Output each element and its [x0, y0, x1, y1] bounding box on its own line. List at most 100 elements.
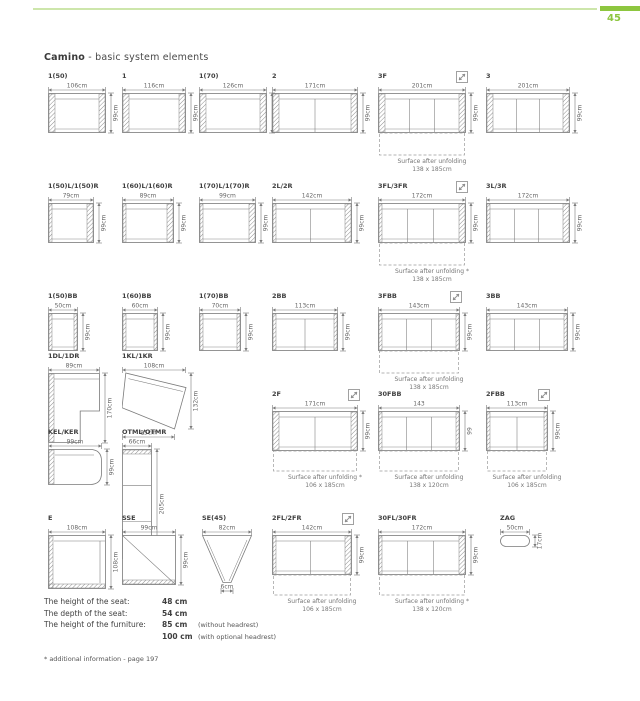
element-outline: [122, 203, 174, 243]
module-drawing: 50cm 17cm: [500, 525, 544, 549]
module-label: 30FL/30FR: [378, 514, 417, 522]
dimension-label: 116cm: [144, 83, 165, 90]
dimension-label: 6cm: [221, 584, 234, 591]
unfold-note: Surface after unfolding *138 x 120cm: [378, 598, 486, 614]
spec-label: The height of the seat:: [44, 597, 130, 606]
module-label: 1(50)L/1(50)R: [48, 182, 99, 190]
dimension-label: 99cm: [473, 546, 480, 563]
unfold-note-line: 138 x 185cm: [412, 165, 452, 173]
hatched-edge: [199, 93, 207, 133]
spec-label: The height of the furniture:: [44, 620, 146, 629]
module-label: 3L/3R: [486, 182, 507, 190]
dimension-label: 99cm: [183, 551, 190, 568]
module-label: 3F: [378, 72, 387, 80]
module-drawing: 82cm 6cm: [202, 525, 253, 594]
hatched-edge: [272, 203, 277, 243]
module-label: KEL/KER: [48, 428, 79, 436]
title-subtitle: - basic system elements: [85, 52, 209, 63]
dimension-label: 113cm: [295, 303, 316, 310]
unfold-note-line: 138 x 185cm: [409, 383, 449, 391]
dimension-label: 99cm: [101, 214, 108, 231]
hatched-edge: [48, 449, 55, 485]
unfold-surface-outline: [273, 574, 351, 596]
dimension-label: 99cm: [577, 214, 584, 231]
hatched-edge: [199, 313, 204, 351]
dimension-label: 82cm: [219, 525, 236, 532]
module-1(70): 1(70)126cm99cm: [199, 72, 287, 135]
dimension-label: 143cm: [517, 303, 538, 310]
module-label: 1DL/1DR: [48, 352, 80, 360]
dimension-label: 50cm: [507, 525, 524, 532]
unfold-note-line: 138 x 185cm: [412, 275, 452, 283]
module-label: 2: [272, 72, 277, 80]
dimension-label: 108cm: [67, 525, 88, 532]
dimension-label: 17cm: [537, 532, 544, 549]
hatched-edge: [48, 313, 53, 351]
element-outline: [122, 93, 186, 133]
dimension-label: 89cm: [66, 363, 83, 370]
hatched-edge: [73, 313, 78, 351]
dimension-label: 99cm: [467, 323, 474, 340]
unfold-surface-outline: [273, 450, 357, 472]
unfold-icon: [456, 181, 468, 193]
hatched-edge: [378, 93, 386, 133]
dimension-label: 99cm: [365, 422, 372, 439]
dimension-label: 99cm: [473, 214, 480, 231]
top-right-accent-bar: [600, 6, 640, 11]
dimension-label: 99cm: [109, 458, 116, 475]
element-outline: [48, 93, 106, 133]
hatched-edge: [122, 93, 130, 133]
hatched-edge: [236, 313, 241, 351]
element-outline: [378, 203, 466, 243]
hatched-edge: [378, 535, 383, 575]
dimension-label: 171cm: [305, 401, 326, 408]
unfold-note-line: 106 x 185cm: [302, 605, 342, 613]
hatched-edge: [344, 203, 352, 243]
unfold-note-line: Surface after unfolding: [492, 474, 562, 481]
hatched-edge: [333, 313, 338, 351]
hatched-edge: [378, 411, 383, 451]
dimension-label: 106cm: [67, 83, 88, 90]
hatched-edge: [458, 203, 466, 243]
element-outline: [202, 535, 253, 583]
dimension-label: 143cm: [409, 303, 430, 310]
module-label: 1(60)L/1(60)R: [122, 182, 173, 190]
dimension-label: 201cm: [518, 83, 539, 90]
unfold-icon: [342, 513, 354, 525]
dimension-label: 99cm: [473, 104, 480, 121]
dimension-label: 172cm: [518, 193, 539, 200]
dimension-label: 85cm: [140, 430, 157, 437]
hatched-edge: [166, 203, 174, 243]
element-outline: [486, 313, 568, 351]
hatched-edge: [486, 411, 491, 451]
hatched-edge: [248, 203, 256, 243]
dimension-label: 205cm: [159, 494, 166, 515]
element-outline: [199, 313, 241, 351]
module-3L/3R: 3L/3R 172cm 99cm: [486, 182, 590, 245]
element-outline: [378, 93, 466, 133]
dimension-label: 99cm: [359, 546, 366, 563]
hatched-edge: [344, 535, 352, 575]
spec-row: The depth of the seat:54 cm: [44, 609, 276, 621]
